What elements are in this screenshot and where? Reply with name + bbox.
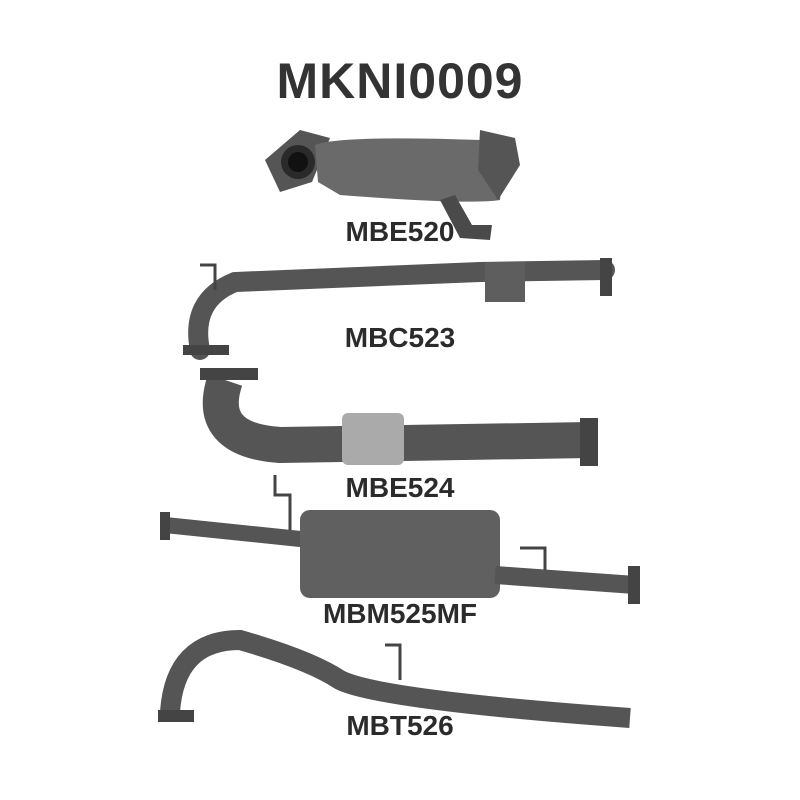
kit-title: MKNI0009 [276, 53, 524, 109]
part-label-mbm525mf: MBM525MF [322, 598, 477, 629]
part-mbt526-image [158, 629, 631, 728]
part-mbe520-image [265, 130, 520, 240]
part-mbc523-image [183, 258, 615, 360]
part-label-mbc523: MBC523 [344, 322, 456, 353]
part-mbe524-image [200, 368, 598, 466]
part-label-mbt526: MBT526 [346, 710, 454, 741]
part-mbm525mf-image [160, 475, 640, 604]
part-label-mbe524: MBE524 [345, 472, 455, 503]
part-label-mbe520: MBE520 [345, 216, 455, 247]
